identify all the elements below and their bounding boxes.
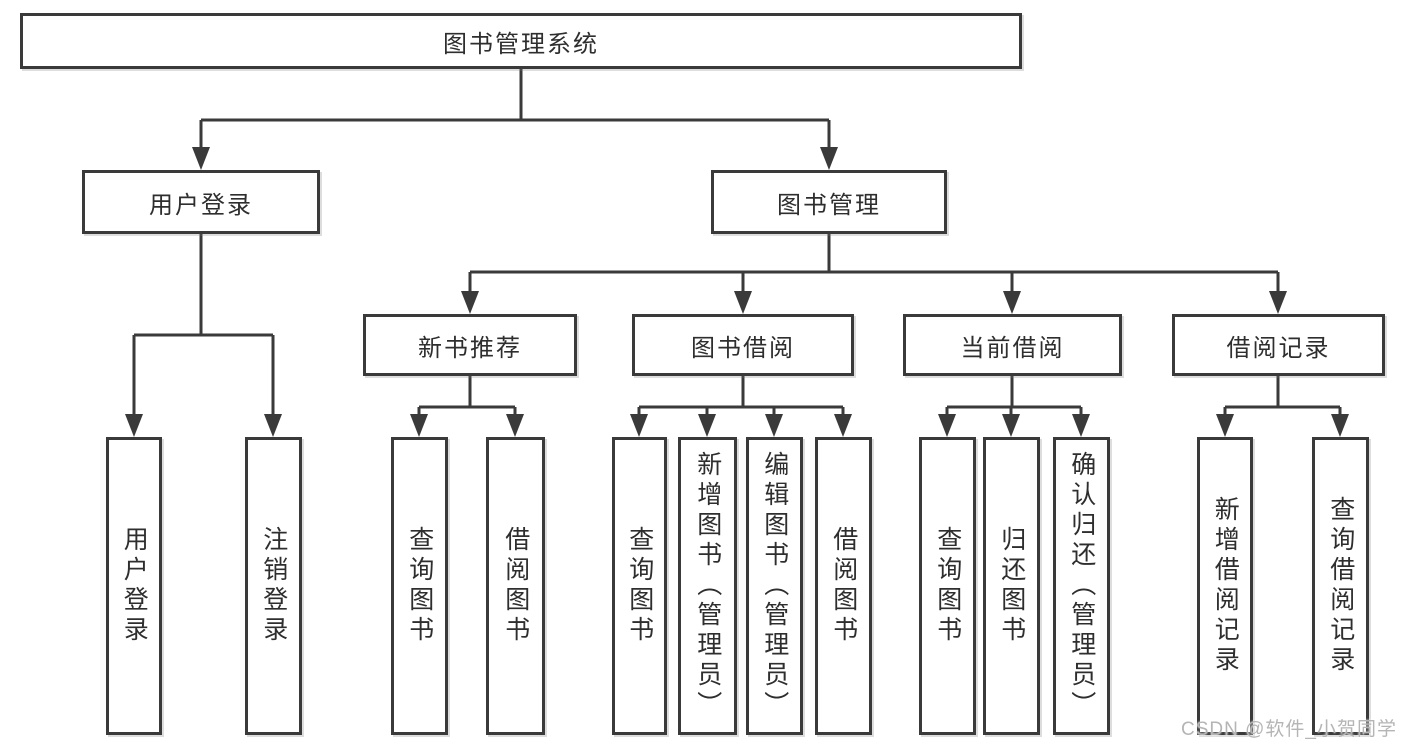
- arrowhead-icon: [461, 291, 479, 314]
- node-label: 用户登录: [120, 526, 149, 646]
- arrowhead-icon: [1072, 414, 1090, 437]
- node-leaf-bb-query: 查询图书: [612, 437, 667, 735]
- arrowhead-icon: [698, 414, 716, 437]
- node-leaf-cb-return: 归还图书: [983, 437, 1040, 735]
- arrowhead-icon: [734, 291, 752, 314]
- node-leaf-user-login: 用户登录: [106, 437, 162, 735]
- node-leaf-nb-borrow: 借阅图书: [486, 437, 545, 735]
- node-label: 编辑图书（管理员）: [760, 451, 789, 721]
- node-label: 注销登录: [259, 526, 288, 646]
- node-label: 查询图书: [405, 526, 434, 646]
- arrowhead-icon: [410, 414, 428, 437]
- arrowhead-icon: [938, 414, 956, 437]
- node-label: 新书推荐: [418, 334, 522, 362]
- node-label: 确认归还（管理员）: [1067, 451, 1096, 721]
- arrowhead-icon: [192, 147, 210, 170]
- node-label: 新增图书（管理员）: [693, 451, 722, 721]
- node-leaf-nb-query: 查询图书: [391, 437, 448, 735]
- node-label: 查询图书: [625, 526, 654, 646]
- node-leaf-bb-add: 新增图书（管理员）: [678, 437, 737, 735]
- node-leaf-cb-query: 查询图书: [919, 437, 976, 735]
- node-label: 图书管理系统: [443, 30, 599, 58]
- arrowhead-icon: [820, 147, 838, 170]
- node-leaf-logout: 注销登录: [245, 437, 302, 735]
- arrowhead-icon: [506, 414, 524, 437]
- arrowhead-icon: [125, 414, 143, 437]
- node-label: 图书借阅: [691, 334, 795, 362]
- arrowhead-icon: [1003, 291, 1021, 314]
- node-label: 借阅图书: [501, 526, 530, 646]
- node-user-login: 用户登录: [82, 170, 320, 234]
- node-label: 查询借阅记录: [1326, 496, 1355, 676]
- node-label: 用户登录: [149, 191, 253, 219]
- node-book-borrow: 图书借阅: [632, 314, 854, 376]
- node-leaf-cb-confirm: 确认归还（管理员）: [1053, 437, 1110, 735]
- node-label: 借阅记录: [1226, 334, 1331, 362]
- node-leaf-bb-edit: 编辑图书（管理员）: [746, 437, 803, 735]
- arrowhead-icon: [1269, 291, 1287, 314]
- node-current-borrow: 当前借阅: [903, 314, 1122, 376]
- node-label: 查询图书: [933, 526, 962, 646]
- node-label: 借阅图书: [829, 526, 858, 646]
- arrowhead-icon: [765, 414, 783, 437]
- node-book-mgmt: 图书管理: [711, 170, 947, 234]
- node-label: 新增借阅记录: [1211, 496, 1240, 676]
- arrowhead-icon: [1002, 414, 1020, 437]
- arrowhead-icon: [264, 414, 282, 437]
- arrowhead-icon: [1331, 414, 1349, 437]
- node-label: 归还图书: [997, 526, 1026, 646]
- arrowhead-icon: [630, 414, 648, 437]
- watermark: CSDN @软件_小贺同学: [1181, 719, 1397, 740]
- node-label: 当前借阅: [960, 334, 1065, 362]
- node-leaf-br-add: 新增借阅记录: [1197, 437, 1253, 735]
- node-new-book-recommend: 新书推荐: [363, 314, 577, 376]
- arrowhead-icon: [1216, 414, 1234, 437]
- node-leaf-br-query: 查询借阅记录: [1312, 437, 1369, 735]
- node-leaf-bb-borrow: 借阅图书: [815, 437, 872, 735]
- node-borrow-records: 借阅记录: [1172, 314, 1385, 376]
- arrowhead-icon: [834, 414, 852, 437]
- node-root: 图书管理系统: [20, 13, 1022, 69]
- node-label: 图书管理: [777, 191, 881, 219]
